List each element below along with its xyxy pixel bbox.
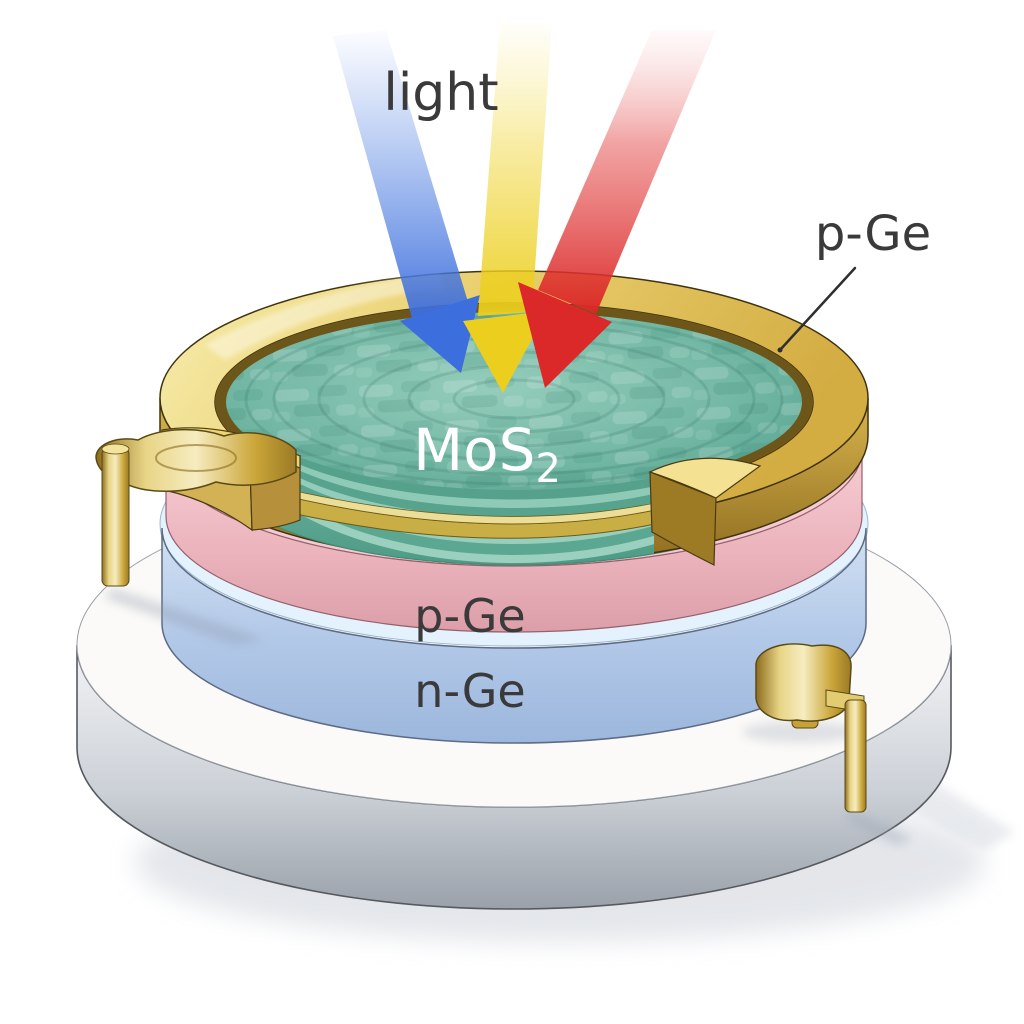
- beam-blue: [333, 30, 468, 318]
- right-electrode: [742, 643, 912, 846]
- callout: [777, 266, 857, 353]
- right-pad: [755, 643, 852, 722]
- beam-blue-arrowhead: [400, 295, 480, 373]
- right-pin: [844, 699, 867, 813]
- left-tab-slot: [155, 444, 237, 472]
- mos2-label-sub: 2: [535, 446, 560, 492]
- ring-end-right-cap: [649, 471, 717, 566]
- n-ge-side: [161, 527, 867, 744]
- left-pin-top: [101, 443, 130, 455]
- light-beams: [333, 22, 716, 393]
- left-electrode: [95, 428, 297, 645]
- mos2-label-main: MoS: [413, 416, 535, 484]
- ring-end-right-top: [648, 457, 762, 499]
- left-pin: [101, 447, 130, 587]
- right-pin-shadow: [846, 810, 912, 846]
- ring-end-right: [648, 457, 762, 566]
- beam-red-arrowhead: [518, 282, 612, 388]
- p-ge-layer-label: p-Ge: [414, 589, 525, 643]
- p-ge-side: [165, 449, 863, 633]
- right-pad-shadow: [742, 721, 858, 743]
- light-label: light: [383, 63, 498, 123]
- mos2-label: MoS2: [413, 416, 561, 492]
- callout-leader-line: [778, 266, 857, 352]
- beam-red: [538, 30, 716, 314]
- beam-yellow-arrowhead: [463, 311, 547, 393]
- ring-highlight: [205, 272, 445, 360]
- left-pin-shadow: [105, 588, 265, 645]
- callout-dot: [777, 347, 783, 353]
- n-ge-layer-label: n-Ge: [414, 664, 525, 718]
- beam-yellow: [478, 22, 552, 316]
- p-ge-callout-label: p-Ge: [815, 206, 931, 262]
